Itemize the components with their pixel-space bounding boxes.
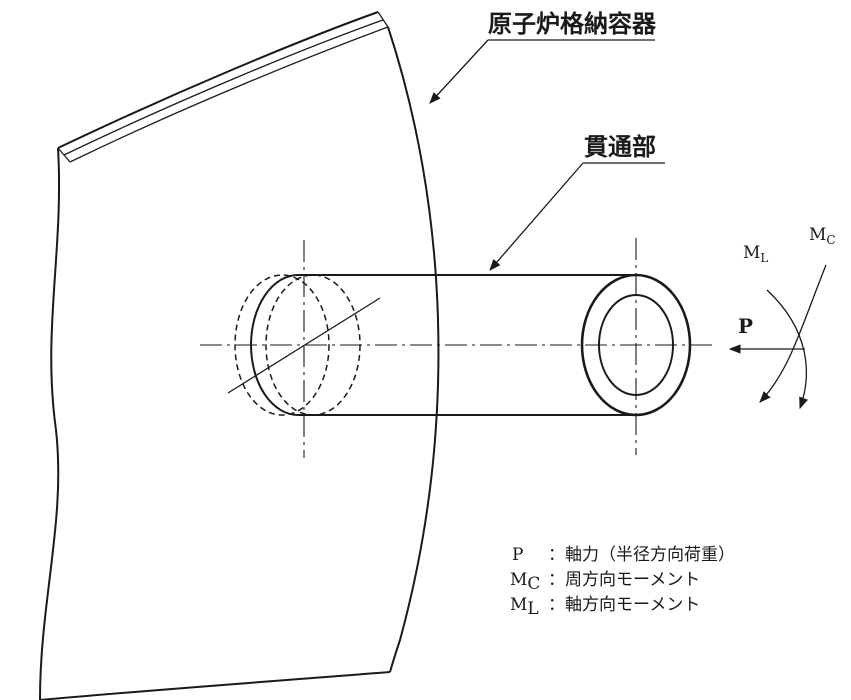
pipe-end-inner-circle [598,294,674,396]
inclined-reference-line [227,297,381,394]
vessel-right-edge [387,26,440,673]
axial-moment-arrow [766,289,808,410]
inner-end-visible-arc [250,274,299,416]
vessel-top-outer-edge [57,11,379,149]
penetration-label: 貫通部 [584,133,656,161]
hidden-end-outline-left [234,274,330,416]
vessel-leader-arrow [429,39,489,104]
pipe-end-outer-circle [580,273,692,417]
vessel-corner-left [57,147,71,163]
leaders [429,39,665,271]
vessel-left-edge [39,147,61,700]
penetration-leader-arrow [489,162,584,271]
ml-label: ML [743,243,768,265]
circumferential-moment-arrow [759,264,827,403]
legend-item-axial-force: P：軸力（半径方向荷重） [512,545,735,565]
axial-force-label: P [738,314,753,338]
mc-label: MC [809,225,836,247]
legend: P：軸力（半径方向荷重） MC：周方向モーメント ML：軸方向モーメント [510,545,735,619]
vessel-top-mid-edge [63,19,384,156]
vessel-label: 原子炉格納容器 [488,10,657,38]
containment-vessel-wall [39,11,440,700]
penetration-pipe [200,238,715,458]
vessel-top-inner-edge [69,26,389,163]
loads [728,264,827,410]
vessel-corner-right [377,11,389,28]
legend-item-axial-moment: ML：軸方向モーメント [510,595,700,619]
legend-item-circumferential-moment: MC：周方向モーメント [510,570,700,594]
vessel-bottom-edge [39,671,391,700]
